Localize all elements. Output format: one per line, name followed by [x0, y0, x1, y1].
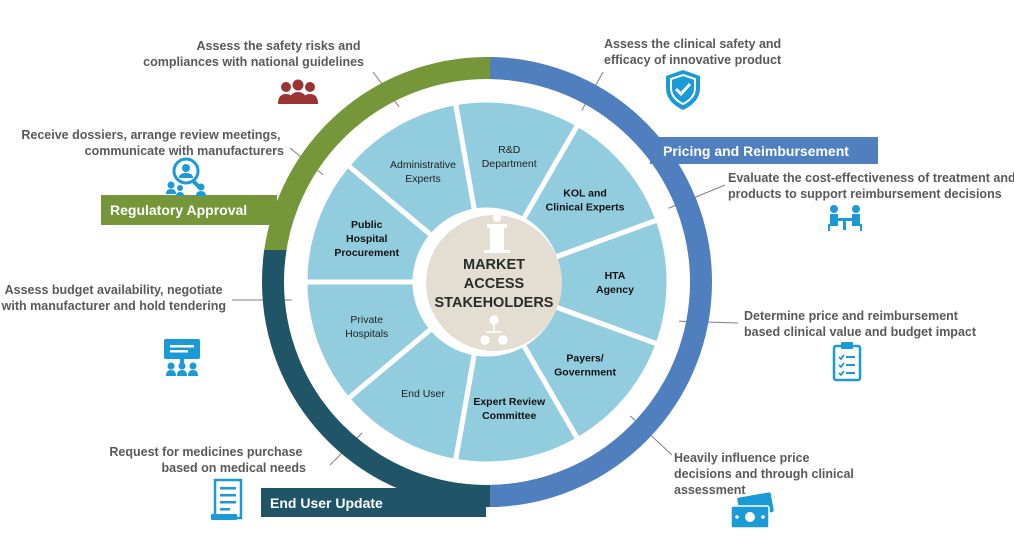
- segments: [302, 97, 672, 467]
- center-disc: [426, 215, 562, 351]
- desc-erc: Heavily influence price decisions and th…: [674, 451, 857, 497]
- money-bill-icon: [730, 492, 774, 529]
- green-ring: [262, 57, 640, 263]
- center-title-line1: MARKET: [463, 257, 525, 273]
- reviewer-search-icon: [166, 157, 206, 196]
- segment-label-enduser: End User: [401, 388, 445, 400]
- meeting-table-icon: [828, 205, 862, 231]
- desc-kol: Assess the clinical safety and efficacy …: [604, 37, 785, 67]
- end-user-update-label: End User Update: [270, 495, 383, 511]
- desc-hta: Evaluate the cost-effectiveness of treat…: [728, 171, 1014, 201]
- phase-rings: [262, 57, 712, 507]
- teal-ring: [262, 250, 565, 507]
- center-title-line2: ACCESS: [464, 276, 525, 292]
- descriptions: Assess the safety risks and compliances …: [1, 37, 1014, 497]
- pricing-reimbursement-banner: Pricing and Reimbursement: [650, 137, 878, 164]
- people-group-icon: [278, 79, 318, 104]
- receipt-icon: [211, 478, 243, 520]
- presentation-audience-icon: [164, 339, 200, 376]
- desc-rd: Assess the safety risks and compliances …: [143, 39, 364, 69]
- network-icon: [480, 315, 508, 345]
- desc-payers: Determine price and reimbursement based …: [744, 309, 977, 339]
- podium-icon: [484, 214, 510, 253]
- blue-ring: [490, 57, 712, 507]
- segment-label-payers: Payers/Government: [554, 352, 616, 378]
- clipboard-checklist-icon: [832, 342, 862, 382]
- pricing-reimbursement-label: Pricing and Reimbursement: [663, 143, 849, 159]
- desc-admin: Receive dossiers, arrange review meeting…: [21, 128, 284, 158]
- end-user-update-banner: End User Update: [261, 488, 486, 517]
- shield-check-icon: [666, 70, 700, 110]
- center-title-line3: STAKEHOLDERS: [435, 295, 554, 311]
- regulatory-approval-label: Regulatory Approval: [110, 202, 247, 218]
- desc-public: Assess budget availability, negotiate wi…: [1, 283, 226, 313]
- regulatory-approval-banner: Regulatory Approval: [101, 195, 277, 225]
- segment-admin: [344, 99, 478, 240]
- desc-private: Request for medicines purchase based on …: [109, 445, 306, 475]
